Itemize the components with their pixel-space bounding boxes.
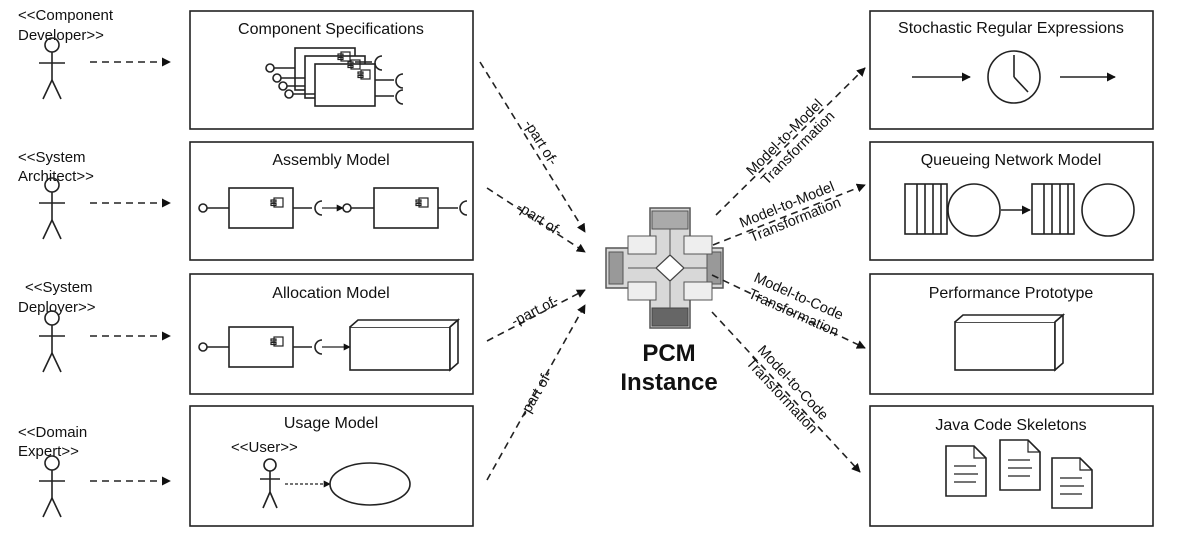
box-title: Performance Prototype	[929, 285, 1094, 302]
assembly-model-box: Assembly Model	[189, 141, 474, 261]
component-specifications-box: Component Specifications	[189, 10, 474, 130]
user-actor-icon	[260, 458, 280, 509]
document-icon	[1051, 457, 1093, 509]
part-of-arrow	[486, 289, 586, 342]
role-label-line2: Deployer>>	[18, 299, 96, 316]
part-of-edges: -part of- -part of- -part of- -part of-	[479, 61, 586, 481]
clock-icon	[987, 50, 1041, 104]
queueing-network-model-box: Queueing Network Model	[869, 141, 1154, 261]
role-system-architect: <<System Architect>>	[18, 149, 171, 240]
role-label-line1: <<Domain	[18, 424, 87, 441]
user-actor-label: <<User>>	[231, 439, 298, 456]
part-of-label: -part of-	[520, 117, 561, 169]
transformation-label: Model-to-Code Transformation	[741, 343, 833, 439]
actor-icon	[38, 37, 66, 100]
allocation-diagram-icon	[198, 318, 461, 372]
transformation-label: Model-to-Model Transformation	[737, 178, 847, 248]
actor-icon	[38, 455, 66, 518]
actor-icon	[38, 310, 66, 373]
role-label-line2: Expert>>	[18, 443, 79, 460]
transformation-label: Model-to-Code Transformation	[744, 270, 849, 341]
box-title: Usage Model	[284, 415, 378, 432]
transformation-arrow	[715, 67, 866, 216]
role-label-line1: <<System	[25, 279, 93, 296]
box-title: Java Code Skeletons	[935, 417, 1086, 434]
role-label-line1: <<Component	[18, 7, 114, 24]
part-of-label: -part of-	[509, 293, 562, 330]
assembly-diagram-icon	[198, 187, 468, 229]
transformation-arrow	[711, 274, 866, 349]
part-of-arrow	[479, 61, 586, 233]
part-of-label: -part of-	[514, 199, 565, 240]
role-label-line2: Architect>>	[18, 168, 94, 185]
role-label-line1: <<System	[18, 149, 86, 166]
transformation-edges: Model-to-Model Transformation Model-to-M…	[711, 67, 866, 473]
document-icon	[999, 439, 1041, 491]
role-system-deployer: <<System Deployer>>	[18, 279, 171, 373]
part-of-arrow	[486, 304, 586, 481]
queue-icon	[1031, 183, 1135, 237]
part-of-arrow	[486, 187, 586, 253]
performance-prototype-box: Performance Prototype	[869, 273, 1154, 395]
role-component-developer: <<Component Developer>>	[18, 7, 171, 100]
queue-icon	[904, 183, 1001, 237]
document-icon	[945, 445, 987, 497]
stochastic-regular-expressions-box: Stochastic Regular Expressions	[869, 10, 1154, 130]
box-title: Assembly Model	[272, 152, 389, 169]
role-label-line2: Developer>>	[18, 27, 104, 44]
pcm-label-line1: PCM	[642, 340, 695, 367]
transformation-arrow	[712, 183, 866, 246]
allocation-model-box: Allocation Model	[189, 273, 474, 395]
box-title: Component Specifications	[238, 21, 424, 38]
role-domain-expert: <<Domain Expert>>	[18, 424, 171, 518]
use-case-ellipse	[329, 462, 411, 506]
node-icon	[349, 318, 461, 372]
pcm-label-line2: Instance	[620, 369, 717, 396]
component-stack-icon	[265, 47, 404, 107]
box-title: Allocation Model	[272, 285, 389, 302]
transformation-label: Model-to-Model Transformation	[744, 94, 841, 191]
box-title: Stochastic Regular Expressions	[898, 20, 1124, 37]
usage-model-box: Usage Model <<User>>	[189, 405, 474, 527]
node-icon	[954, 313, 1066, 372]
actor-icon	[38, 177, 66, 240]
box-title: Queueing Network Model	[921, 152, 1102, 169]
java-code-skeletons-box: Java Code Skeletons	[869, 405, 1154, 527]
pcm-instance-icon	[605, 207, 724, 329]
part-of-label: -part of-	[517, 368, 556, 420]
transformation-arrow	[711, 311, 861, 473]
